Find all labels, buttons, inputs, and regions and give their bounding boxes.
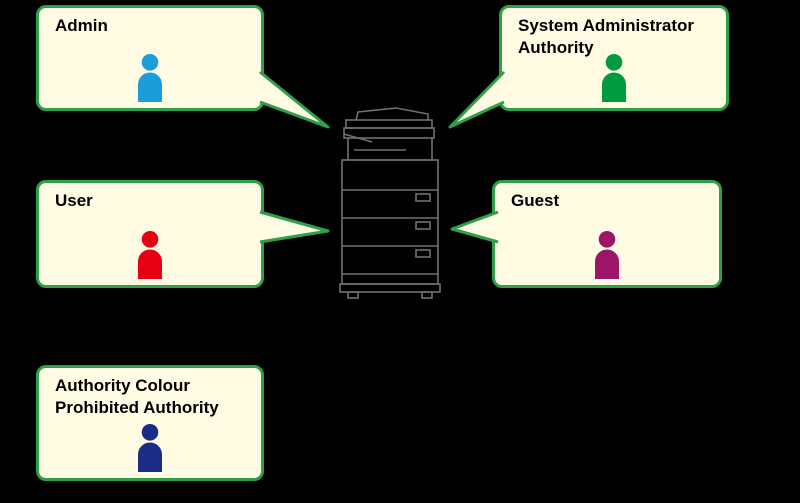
callout-guest: Guest bbox=[492, 180, 722, 288]
callout-guest-label: Guest bbox=[511, 191, 560, 210]
multifunction-printer-icon bbox=[339, 107, 441, 299]
callout-admin-tail bbox=[259, 70, 330, 129]
system-administrator-person-icon bbox=[602, 54, 626, 102]
callout-user-tail bbox=[259, 210, 330, 244]
callout-guest-tail bbox=[450, 210, 499, 244]
callout-user: User bbox=[36, 180, 264, 288]
user-person-icon bbox=[138, 231, 162, 279]
callout-system-administrator-label: System Administrator Authority bbox=[518, 16, 695, 58]
guest-person-icon bbox=[595, 231, 619, 279]
callout-authority-colour-prohibited: Authority Colour Prohibited Authority bbox=[36, 365, 264, 481]
callout-user-label: User bbox=[55, 191, 93, 210]
callout-admin: Admin bbox=[36, 5, 264, 111]
callout-authority-colour-prohibited-label: Authority Colour Prohibited Authority bbox=[55, 376, 219, 418]
callout-system-administrator: System Administrator Authority bbox=[499, 5, 729, 111]
admin-person-icon bbox=[138, 54, 162, 102]
callout-admin-label: Admin bbox=[55, 16, 108, 35]
callout-system-administrator-tail bbox=[448, 70, 506, 129]
authority-colour-prohibited-person-icon bbox=[138, 424, 162, 472]
